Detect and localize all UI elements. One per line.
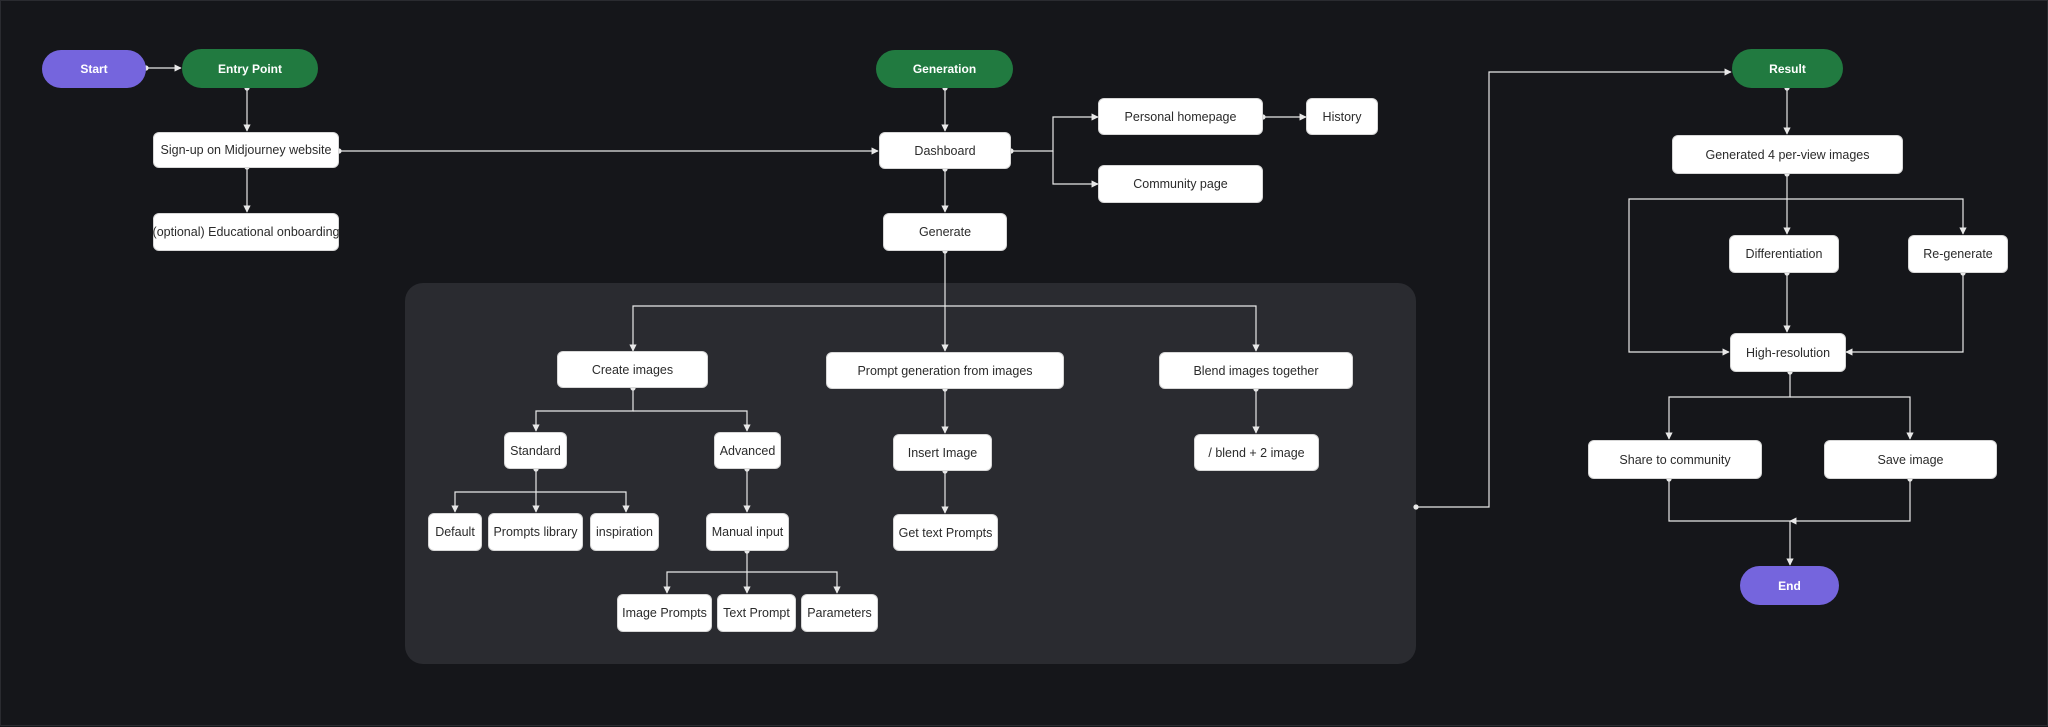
end-node[interactable]: End [1740,566,1839,605]
personal-homepage-node[interactable]: Personal homepage [1098,98,1263,135]
parameters-node[interactable]: Parameters [801,594,878,632]
connector [747,571,841,594]
generated-images-node[interactable]: Generated 4 per-view images [1672,135,1903,174]
connector [1845,273,1964,356]
dashboard-node[interactable]: Dashboard [879,132,1011,169]
connector [532,388,634,432]
advanced-node[interactable]: Advanced [714,432,781,469]
prompt-from-images-node[interactable]: Prompt generation from images [826,352,1064,389]
get-text-prompts-node[interactable]: Get text Prompts [893,514,998,551]
create-images-node[interactable]: Create images [557,351,708,388]
image-prompts-node[interactable]: Image Prompts [617,594,712,632]
default-node[interactable]: Default [428,513,482,551]
connector [1011,113,1099,152]
generate-options-panel [405,283,1416,664]
blend-images-node[interactable]: Blend images together [1159,352,1353,389]
connector [1668,479,1794,566]
connector [451,491,536,513]
connector [633,410,751,432]
connector [629,305,945,352]
signup-node[interactable]: Sign-up on Midjourney website [153,132,339,168]
result-node[interactable]: Result [1732,49,1843,88]
inspiration-node[interactable]: inspiration [590,513,659,551]
manual-input-node[interactable]: Manual input [706,513,789,551]
entry-point-node[interactable]: Entry Point [182,49,318,88]
generate-node[interactable]: Generate [883,213,1007,251]
blend-command-node[interactable]: / blend + 2 image [1194,434,1319,471]
generation-node[interactable]: Generation [876,50,1013,88]
standard-node[interactable]: Standard [504,432,567,469]
connector [1787,198,1967,235]
save-image-node[interactable]: Save image [1824,440,1997,479]
connector [1416,68,1732,508]
connector [1052,151,1099,188]
community-page-node[interactable]: Community page [1098,165,1263,203]
prompts-library-node[interactable]: Prompts library [488,513,583,551]
text-prompt-node[interactable]: Text Prompt [717,594,796,632]
connector [1665,372,1791,440]
history-node[interactable]: History [1306,98,1378,135]
differentiation-node[interactable]: Differentiation [1729,235,1839,273]
start-node[interactable]: Start [42,50,146,88]
connector [1628,198,1787,356]
connector [536,491,630,513]
onboarding-node[interactable]: (optional) Educational onboarding [153,213,339,251]
regenerate-node[interactable]: Re-generate [1908,235,2008,273]
connector [663,571,747,594]
high-resolution-node[interactable]: High-resolution [1730,333,1846,372]
connector [1790,396,1914,440]
share-to-community-node[interactable]: Share to community [1588,440,1762,479]
insert-image-node[interactable]: Insert Image [893,434,992,471]
connector-dot [1413,504,1419,510]
connector [1789,479,1911,525]
connector [945,305,1260,352]
